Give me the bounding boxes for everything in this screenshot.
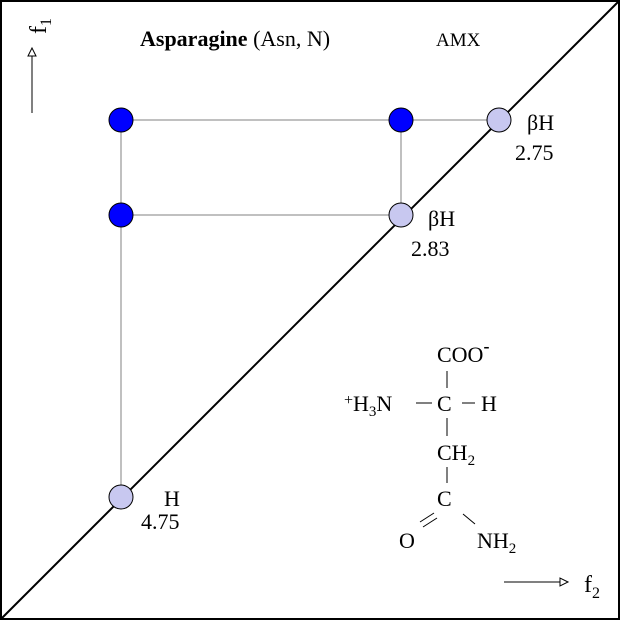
peak-shift: 2.83	[411, 236, 450, 261]
cross-peak	[388, 107, 414, 133]
asparagine-structure: COO- +H3N C H CH2 C O NH2	[344, 336, 516, 557]
cross-peak	[108, 202, 134, 228]
peak-shift: 2.75	[515, 140, 554, 165]
spin-system-label: AMX	[436, 30, 481, 51]
diagonal-peak-beta-h-2-75	[486, 107, 512, 133]
peak-label: βH	[428, 206, 455, 231]
diagonal-peak-alpha-h-4-75	[108, 484, 134, 510]
f1-axis-label: f1	[26, 18, 55, 34]
svg-text:O: O	[399, 528, 415, 553]
peak-label: βH	[527, 110, 554, 135]
svg-text:+H3N: +H3N	[344, 391, 392, 420]
cross-peak	[108, 107, 134, 133]
f2-arrowhead-icon	[559, 577, 570, 587]
peak-label: H	[164, 486, 180, 511]
diagonal-peak-beta-h-2-83	[388, 202, 414, 228]
f2-axis-label: f2	[584, 572, 600, 602]
svg-text:COO-: COO-	[437, 336, 489, 367]
title: Asparagine (Asn, N)	[140, 26, 330, 51]
svg-text:NH2: NH2	[477, 528, 516, 557]
svg-text:C: C	[437, 486, 452, 511]
f1-arrowhead-icon	[27, 46, 37, 57]
correlation-lines	[120, 119, 499, 497]
svg-text:C: C	[437, 391, 452, 416]
svg-text:f1: f1	[26, 18, 55, 34]
svg-text:H: H	[481, 391, 497, 416]
peak-shift: 4.75	[141, 509, 180, 534]
svg-text:CH2: CH2	[437, 440, 475, 469]
